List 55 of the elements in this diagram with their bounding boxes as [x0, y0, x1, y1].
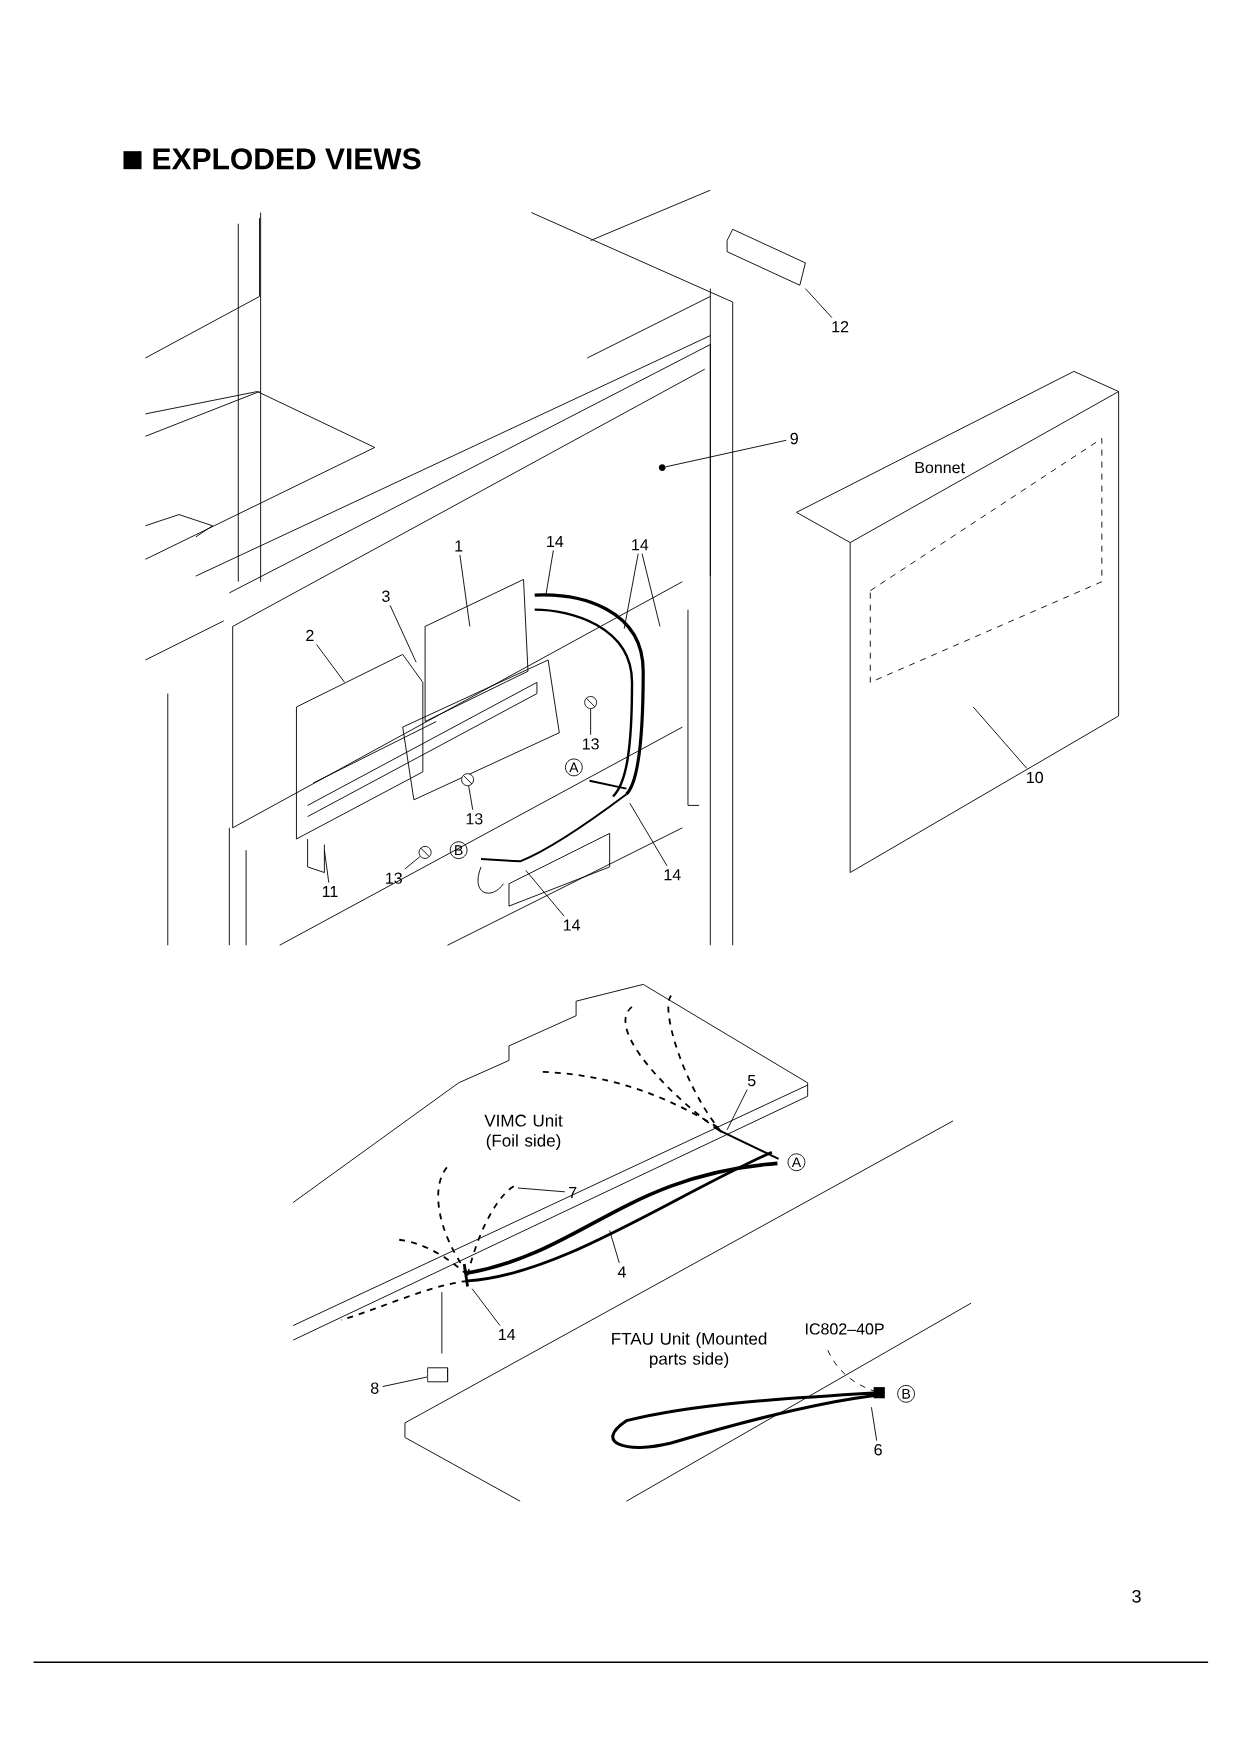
callout-number: 4 — [617, 1266, 626, 1278]
leader-line — [382, 1376, 428, 1387]
part-label: IC802–40P — [805, 1323, 884, 1335]
screw-icon — [460, 773, 474, 787]
callout-number: 14 — [563, 919, 580, 931]
leader-line — [623, 553, 639, 630]
leader-line — [468, 785, 473, 811]
callout-number: 14 — [664, 869, 681, 881]
leader-line — [665, 439, 787, 468]
callout-number: 13 — [466, 813, 483, 825]
leader-line — [404, 856, 421, 870]
callout-number: 14 — [498, 1329, 515, 1341]
leader-line — [726, 1089, 748, 1131]
callout-number: 13 — [582, 738, 599, 750]
leader-line — [525, 869, 565, 917]
leader-line — [517, 1187, 566, 1193]
callout-number: 12 — [832, 321, 848, 333]
page-number: 3 — [1132, 1589, 1141, 1603]
circled-letter: B — [897, 1384, 915, 1403]
circled-letter: B — [449, 841, 468, 860]
part-label: Bonnet — [915, 462, 965, 474]
leader-line — [609, 1230, 620, 1264]
leader-line — [972, 706, 1028, 769]
circled-letter: A — [787, 1153, 806, 1172]
title: EXPLODED VIEWS — [123, 148, 421, 170]
callout-number: 5 — [747, 1075, 756, 1087]
leader-line — [545, 549, 554, 596]
leader-line — [323, 849, 330, 884]
callout-number: 10 — [1026, 771, 1043, 784]
leader-line — [870, 1406, 877, 1442]
leader-line — [471, 1288, 501, 1326]
callout-number: 2 — [306, 629, 314, 641]
callout-number: 7 — [568, 1186, 577, 1198]
callout-number: 3 — [381, 590, 390, 602]
screw-icon — [584, 696, 597, 709]
callout-number: 14 — [546, 535, 564, 547]
unit-label: FTAU Unit (Mounted parts side) — [611, 1332, 767, 1369]
circled-letter: A — [564, 758, 583, 777]
leader-line — [804, 288, 833, 319]
callout-number: 1 — [455, 540, 463, 552]
callout-number: 14 — [632, 539, 649, 551]
leader-line — [315, 644, 345, 683]
cylinder-part — [426, 1367, 448, 1383]
leader-line — [590, 708, 591, 736]
callout-number: 9 — [790, 432, 798, 445]
callout-number: 13 — [385, 872, 402, 884]
leader-line — [629, 802, 668, 867]
callout-number: 11 — [322, 886, 338, 898]
leader-line — [389, 604, 417, 663]
leader-line — [459, 554, 471, 627]
leader-line — [641, 553, 661, 627]
unit-label: VIMC Unit (Foil side) — [484, 1114, 563, 1150]
callout-number: 6 — [874, 1444, 882, 1456]
callout-number: 8 — [370, 1382, 379, 1394]
screw-icon — [418, 845, 432, 859]
